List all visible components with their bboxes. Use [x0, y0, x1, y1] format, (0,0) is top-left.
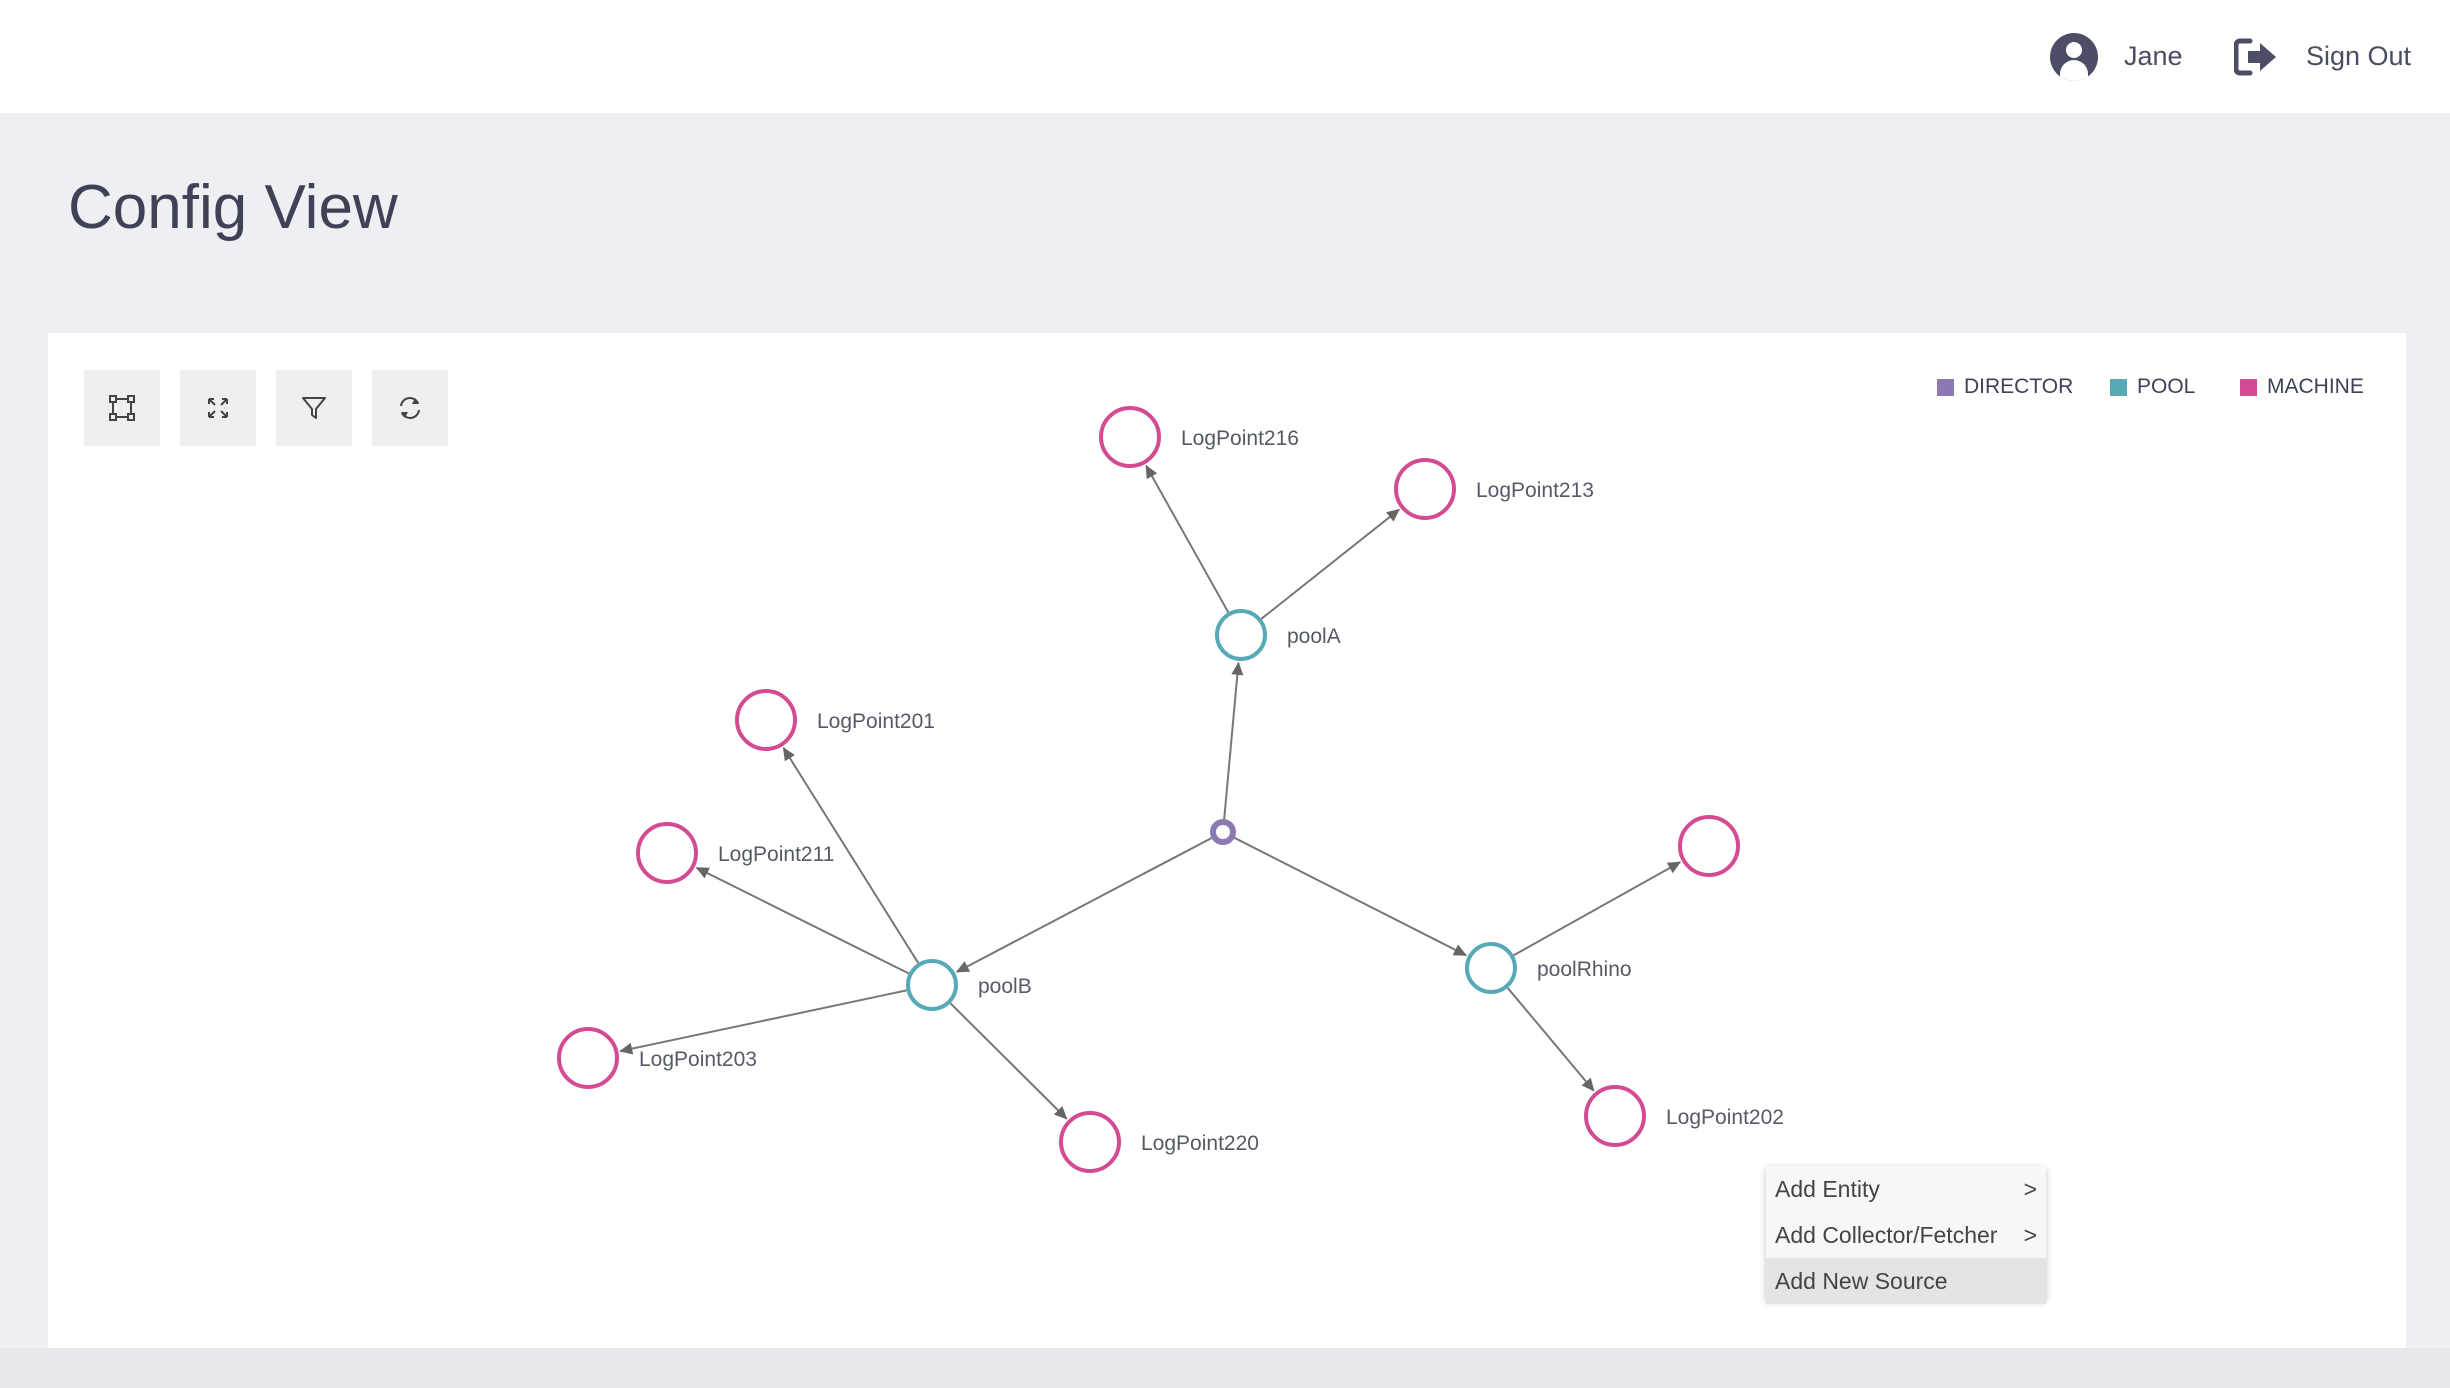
chevron-right-icon: >: [2023, 1175, 2037, 1202]
legend-label: MACHINE: [2267, 375, 2364, 398]
edge-poolB-LogPoint201: [782, 747, 920, 964]
chevron-right-icon: >: [2023, 1221, 2037, 1248]
page-title: Config View: [68, 173, 398, 242]
user-name: Jane: [2124, 41, 2183, 71]
edge-director-poolRhino: [1233, 836, 1467, 957]
filter-button[interactable]: [276, 370, 352, 446]
node-label: poolA: [1287, 625, 1341, 648]
network-graph[interactable]: poolA poolB poolRhino LogPoint216LogPoint21…: [48, 333, 2406, 1348]
node-director[interactable]: [1210, 819, 1236, 845]
node-LogPoint213[interactable]: [1394, 458, 1456, 520]
node-label: LogPoint211: [718, 843, 834, 866]
edge-poolB-LogPoint220: [949, 1002, 1068, 1120]
node-LogPoint216[interactable]: [1099, 406, 1161, 468]
graph-panel: DIRECTOR POOL MACHINE poolA poolB poolRhin…: [48, 333, 2406, 1348]
legend-swatch: [1937, 378, 1954, 396]
legend-director: DIRECTOR: [1937, 375, 2073, 399]
edge-poolB-LogPoint203: [619, 989, 907, 1055]
menu-item-label: Add New Source: [1775, 1267, 1948, 1294]
node-LogPoint220[interactable]: [1059, 1111, 1121, 1173]
sign-out-button[interactable]: Sign Out: [2234, 0, 2411, 113]
edge-poolRhino-rhinoMachine: [1513, 861, 1682, 957]
edge-director-poolA: [1223, 661, 1244, 821]
node-label: LogPoint201: [817, 710, 935, 733]
sign-out-label: Sign Out: [2306, 41, 2412, 71]
node-label: LogPoint202: [1666, 1106, 1784, 1129]
refresh-icon: [400, 397, 420, 419]
node-label: LogPoint220: [1141, 1132, 1259, 1155]
expand-button[interactable]: [180, 370, 256, 446]
legend-swatch: [2240, 378, 2257, 396]
node-label: poolB: [978, 975, 1032, 998]
node-label: LogPoint213: [1476, 479, 1594, 502]
edge-director-poolB: [955, 836, 1213, 973]
legend-pool: POOL: [2110, 375, 2195, 399]
user-menu[interactable]: Jane: [2050, 0, 2183, 113]
node-label: poolRhino: [1537, 958, 1632, 981]
menu-item-add-entity[interactable]: Add Entity >: [1766, 1166, 2046, 1212]
node-poolRhino[interactable]: [1465, 942, 1517, 994]
legend-label: DIRECTOR: [1964, 375, 2074, 398]
menu-item-add-collector-fetcher[interactable]: Add Collector/Fetcher >: [1766, 1212, 2046, 1258]
node-LogPoint211[interactable]: [636, 822, 698, 884]
node-LogPoint203[interactable]: [557, 1027, 619, 1089]
edge-poolRhino-LogPoint202: [1506, 987, 1595, 1092]
node-LogPoint202[interactable]: [1584, 1085, 1646, 1147]
menu-item-label: Add Entity: [1775, 1175, 1880, 1202]
edge-poolA-LogPoint213: [1260, 508, 1400, 620]
legend-label: POOL: [2137, 375, 2196, 398]
menu-item-label: Add Collector/Fetcher: [1775, 1221, 1998, 1248]
edge-poolA-LogPoint216: [1145, 464, 1230, 613]
node-label: LogPoint216: [1181, 427, 1299, 450]
node-poolA[interactable]: [1215, 609, 1267, 661]
refresh-button[interactable]: [372, 370, 448, 446]
node-rhinoMachine[interactable]: [1678, 815, 1740, 877]
context-menu: Add Entity > Add Collector/Fetcher > Add…: [1766, 1166, 2046, 1304]
menu-item-add-new-source[interactable]: Add New Source: [1766, 1258, 2046, 1304]
top-bar: Jane Sign Out: [0, 0, 2450, 113]
node-poolB[interactable]: [906, 959, 958, 1011]
legend-machine: MACHINE: [2240, 375, 2364, 399]
user-circle-icon: [2050, 32, 2098, 81]
legend-swatch: [2110, 378, 2127, 396]
filter-icon: [302, 397, 326, 419]
sign-out-icon: [2234, 38, 2276, 75]
expand-arrows-icon: [208, 398, 228, 418]
node-label: LogPoint203: [639, 1048, 757, 1071]
edge-poolB-LogPoint211: [695, 866, 910, 975]
fit-view-button[interactable]: [84, 370, 160, 446]
bounding-box-icon: [109, 395, 135, 421]
bottom-strip: [0, 1348, 2450, 1388]
node-LogPoint201[interactable]: [735, 689, 797, 751]
